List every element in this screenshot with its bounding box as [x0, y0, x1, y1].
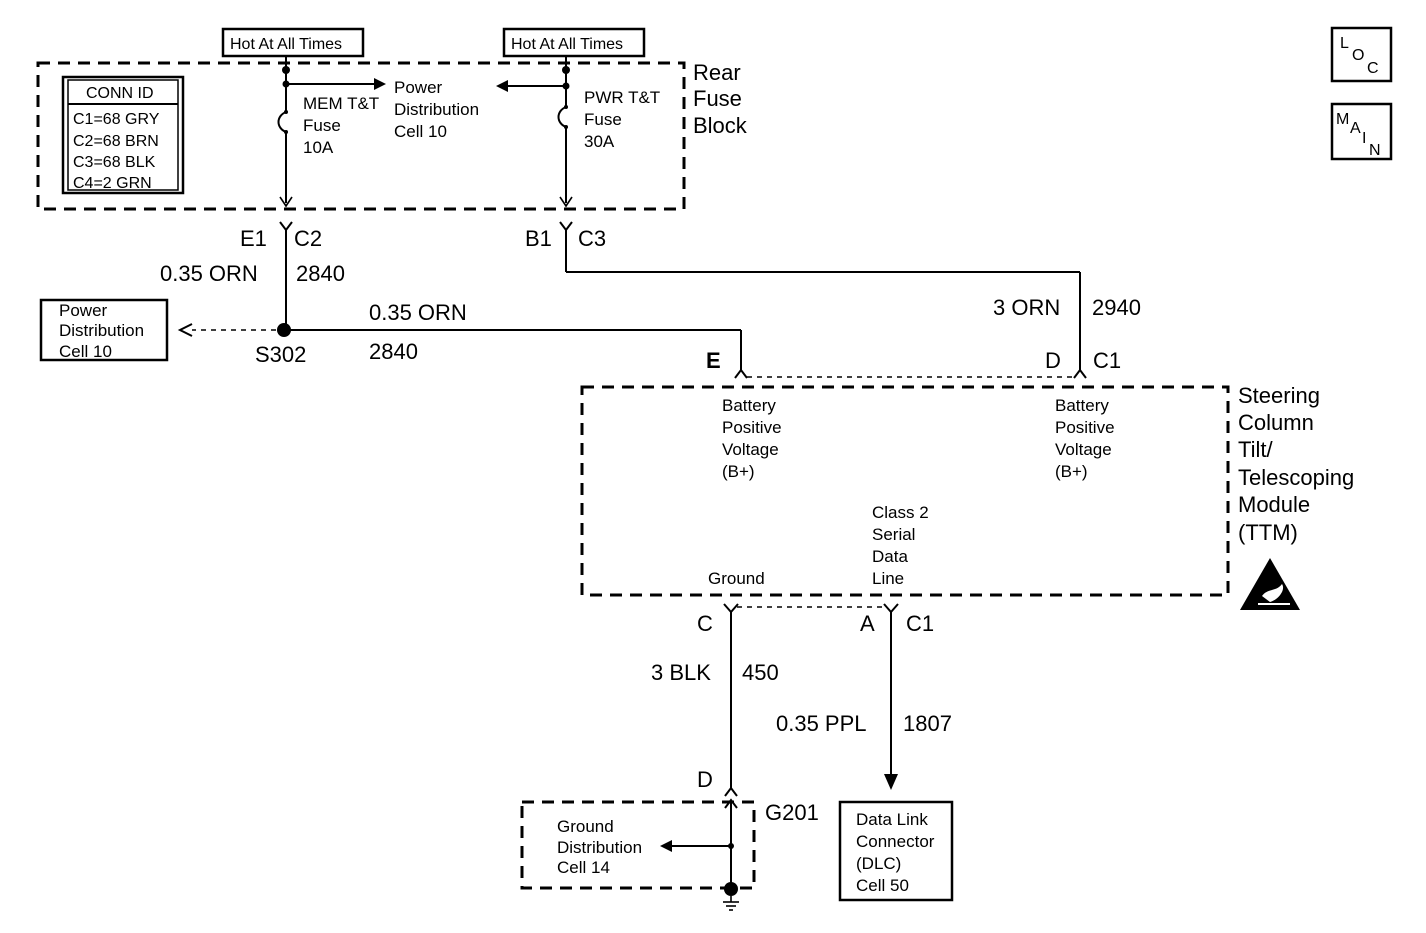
conn-id-list: C1=68 GRY C2=68 BRN C3=68 BLK C4=2 GRN [73, 111, 164, 192]
ground-distribution-label: Ground Distribution Cell 14 [557, 817, 647, 877]
ground-label: Ground [708, 569, 765, 588]
pin-a: A [860, 611, 875, 636]
wire-blk-color: 3 BLK [651, 660, 711, 685]
svg-text:A: A [1350, 120, 1361, 137]
svg-text:Data Link Connector: Data Link Connector (DLC) Cell 50 [856, 810, 939, 895]
mem-fuse-label: MEM T&T Fuse 10A [303, 94, 384, 157]
pin-e1: E1 [240, 226, 267, 251]
bplus-left-label: Battery Positive Voltage (B+) [722, 396, 786, 481]
conn-id-title: CONN ID [86, 85, 154, 102]
connector-c1-top: C1 [1093, 348, 1121, 373]
svg-text:O: O [1352, 47, 1364, 64]
bplus-right-label: Battery Positive Voltage (B+) [1055, 396, 1119, 481]
hot-at-all-times-right: Hot At All Times [502, 27, 646, 58]
pin-d-top: D [1045, 348, 1061, 373]
ttm-module-outline [580, 385, 1230, 597]
wire-ppl-color: 0.35 PPL [776, 711, 867, 736]
wire-ppl-circuit: 1807 [903, 711, 952, 736]
svg-text:Hot At All Times: Hot At All Times [511, 36, 623, 53]
wire-left-color: 0.35 ORN [160, 261, 258, 286]
pin-c: C [697, 611, 713, 636]
wire-blk-circuit: 450 [742, 660, 779, 685]
wire-left-circuit: 2840 [296, 261, 345, 286]
svg-text:Hot At All Times: Hot At All Times [230, 36, 342, 53]
connector-c3: C3 [578, 226, 606, 251]
svg-text:C: C [1367, 60, 1379, 77]
esd-warning-icon [1240, 558, 1300, 610]
svg-text:L: L [1340, 35, 1349, 52]
ttm-module-label: Steering Column Tilt/ Telescoping Module… [1238, 383, 1360, 545]
pwr-fuse-label: PWR T&T Fuse 30A [584, 88, 665, 151]
svg-text:I: I [1362, 130, 1366, 147]
wire-right-color: 3 ORN [993, 295, 1060, 320]
class2-label: Class 2 Serial Data Line [872, 503, 933, 588]
main-button[interactable]: M A I N [1330, 102, 1393, 161]
conn-id-box: CONN ID C1=68 GRY C2=68 BRN C3=68 BLK C4… [61, 75, 185, 195]
power-distribution-left-box: Power Distribution Cell 10 [39, 298, 169, 362]
g201-label: G201 [765, 800, 819, 825]
rear-fuse-block-outline [36, 61, 686, 211]
hot-at-all-times-left: Hot At All Times [221, 27, 365, 58]
splice-label: S302 [255, 342, 306, 367]
pin-d-bottom: D [697, 767, 713, 792]
pin-e: E [706, 348, 721, 373]
ground-point [724, 882, 738, 896]
pin-b1: B1 [525, 226, 552, 251]
pwr-fuse-icon [557, 106, 567, 128]
power-distribution-top-label: Power Distribution Cell 10 [394, 78, 484, 141]
rear-fuse-block-label: Rear Fuse Block [693, 60, 748, 138]
mem-fuse-icon [277, 111, 287, 133]
svg-text:N: N [1369, 142, 1381, 159]
wire-right-circuit: 2940 [1092, 295, 1141, 320]
connector-c1-bottom: C1 [906, 611, 934, 636]
connector-c2: C2 [294, 226, 322, 251]
dlc-box: Data Link Connector (DLC) Cell 50 [838, 800, 954, 902]
ground-icon [723, 896, 739, 911]
svg-text:Power Distribution: Power Distribution Cell 10 [59, 301, 149, 361]
svg-text:M: M [1336, 111, 1349, 128]
loc-button[interactable]: L O C [1330, 26, 1393, 83]
splice-wire-circuit: 2840 [369, 339, 418, 364]
splice-wire-color: 0.35 ORN [369, 300, 467, 325]
